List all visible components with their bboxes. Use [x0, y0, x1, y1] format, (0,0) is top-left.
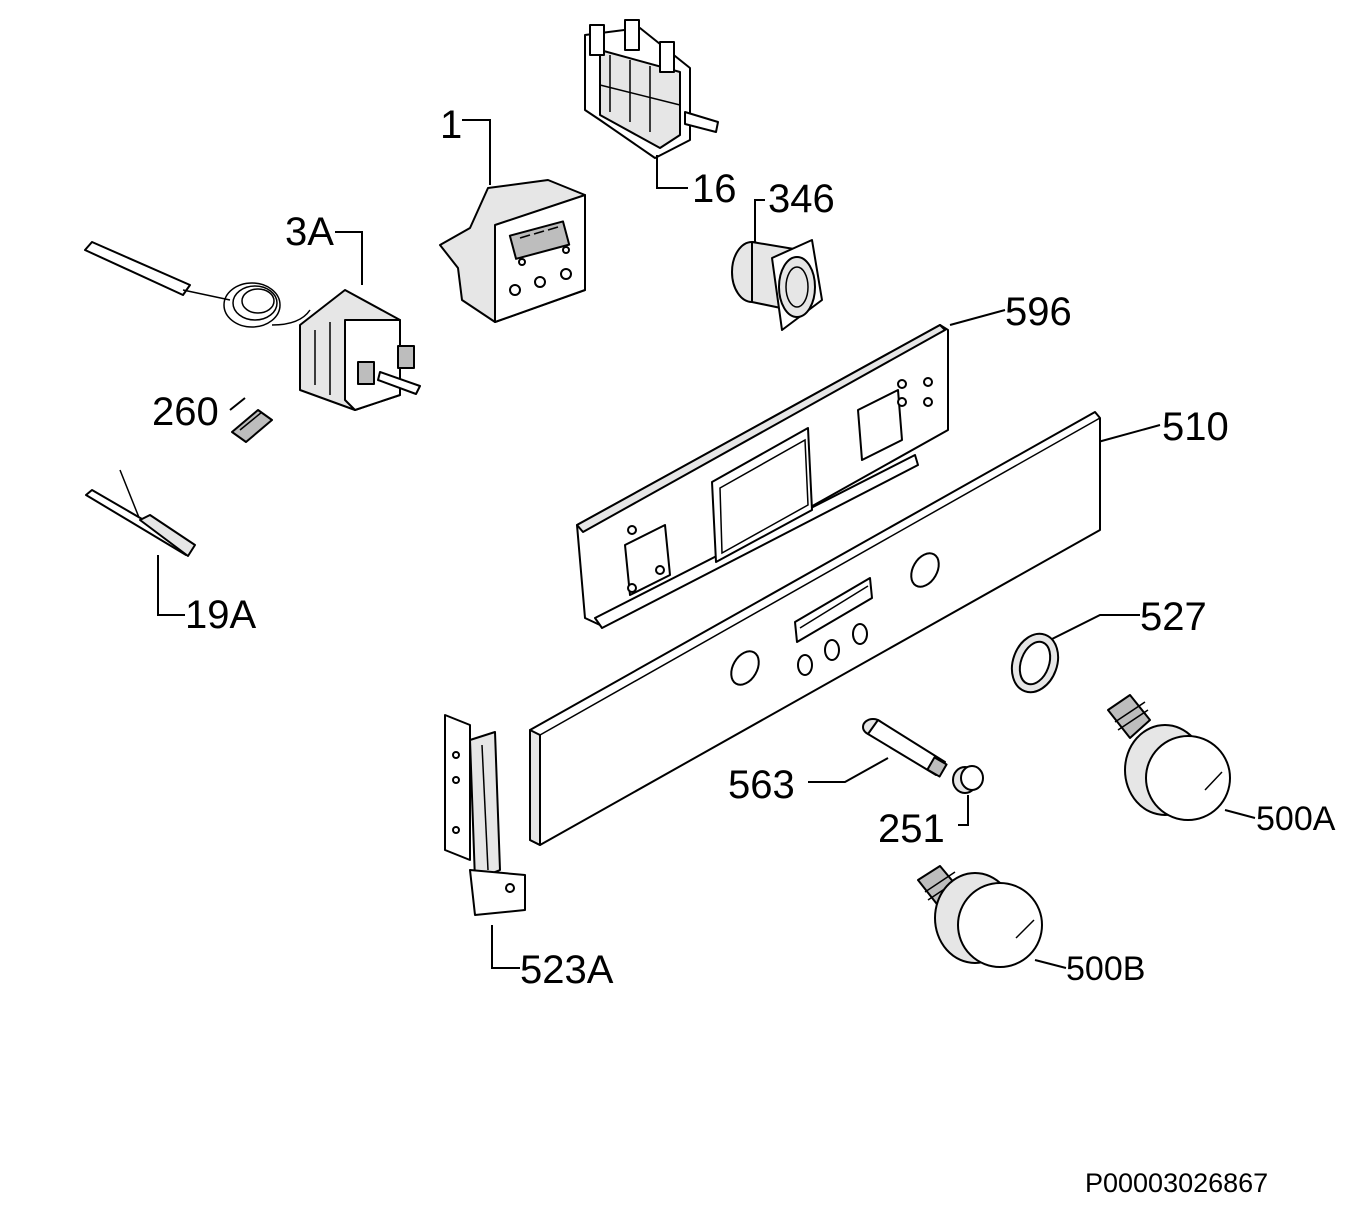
leader-16: [656, 155, 688, 189]
part-251-button: [952, 765, 984, 794]
leader-1: [462, 119, 491, 185]
callout-563: 563: [728, 763, 795, 807]
callout-527: 527: [1140, 595, 1207, 639]
callout-500a: 500A: [1256, 800, 1336, 838]
callout-500b: 500B: [1066, 950, 1145, 988]
callout-19a: 19A: [185, 593, 256, 637]
leader-19a: [157, 555, 185, 616]
callout-251: 251: [878, 807, 945, 851]
leader-3a: [335, 231, 363, 285]
leader-510: [1097, 424, 1161, 443]
leader-500b: [1034, 959, 1067, 969]
part-523a-side-bracket: [444, 714, 526, 916]
part-510-control-panel: [529, 411, 1101, 846]
callout-3a: 3A: [285, 210, 334, 254]
callout-523a: 523A: [520, 948, 614, 992]
callout-16: 16: [692, 167, 737, 211]
leader-527: [1039, 614, 1140, 646]
callout-510: 510: [1162, 405, 1229, 449]
leader-500a: [1224, 809, 1256, 819]
callout-1: 1: [440, 103, 462, 147]
part-346-pilot-housing: [731, 239, 823, 331]
leader-346: [754, 199, 765, 245]
part-527-bezel-ring: [1010, 632, 1060, 694]
part-1-timer: [439, 179, 586, 323]
callout-260: 260: [152, 390, 219, 434]
part-596-panel-bracket: [576, 324, 949, 629]
part-260-connector: [229, 397, 273, 443]
drawing-number: P00003026867: [1085, 1168, 1268, 1198]
part-563-shaft: [862, 718, 948, 778]
part-500a-knob: [1107, 694, 1231, 821]
leader-523a: [491, 925, 520, 969]
callout-346: 346: [768, 177, 835, 221]
callout-596: 596: [1005, 290, 1072, 334]
leader-251: [958, 795, 969, 826]
part-19a-probe: [85, 469, 196, 557]
part-500b-knob: [917, 865, 1043, 968]
part-16-selector-switch: [584, 19, 719, 159]
leader-596: [949, 309, 1006, 326]
leader-563: [808, 757, 889, 783]
part-3a-thermostat: [84, 241, 421, 411]
